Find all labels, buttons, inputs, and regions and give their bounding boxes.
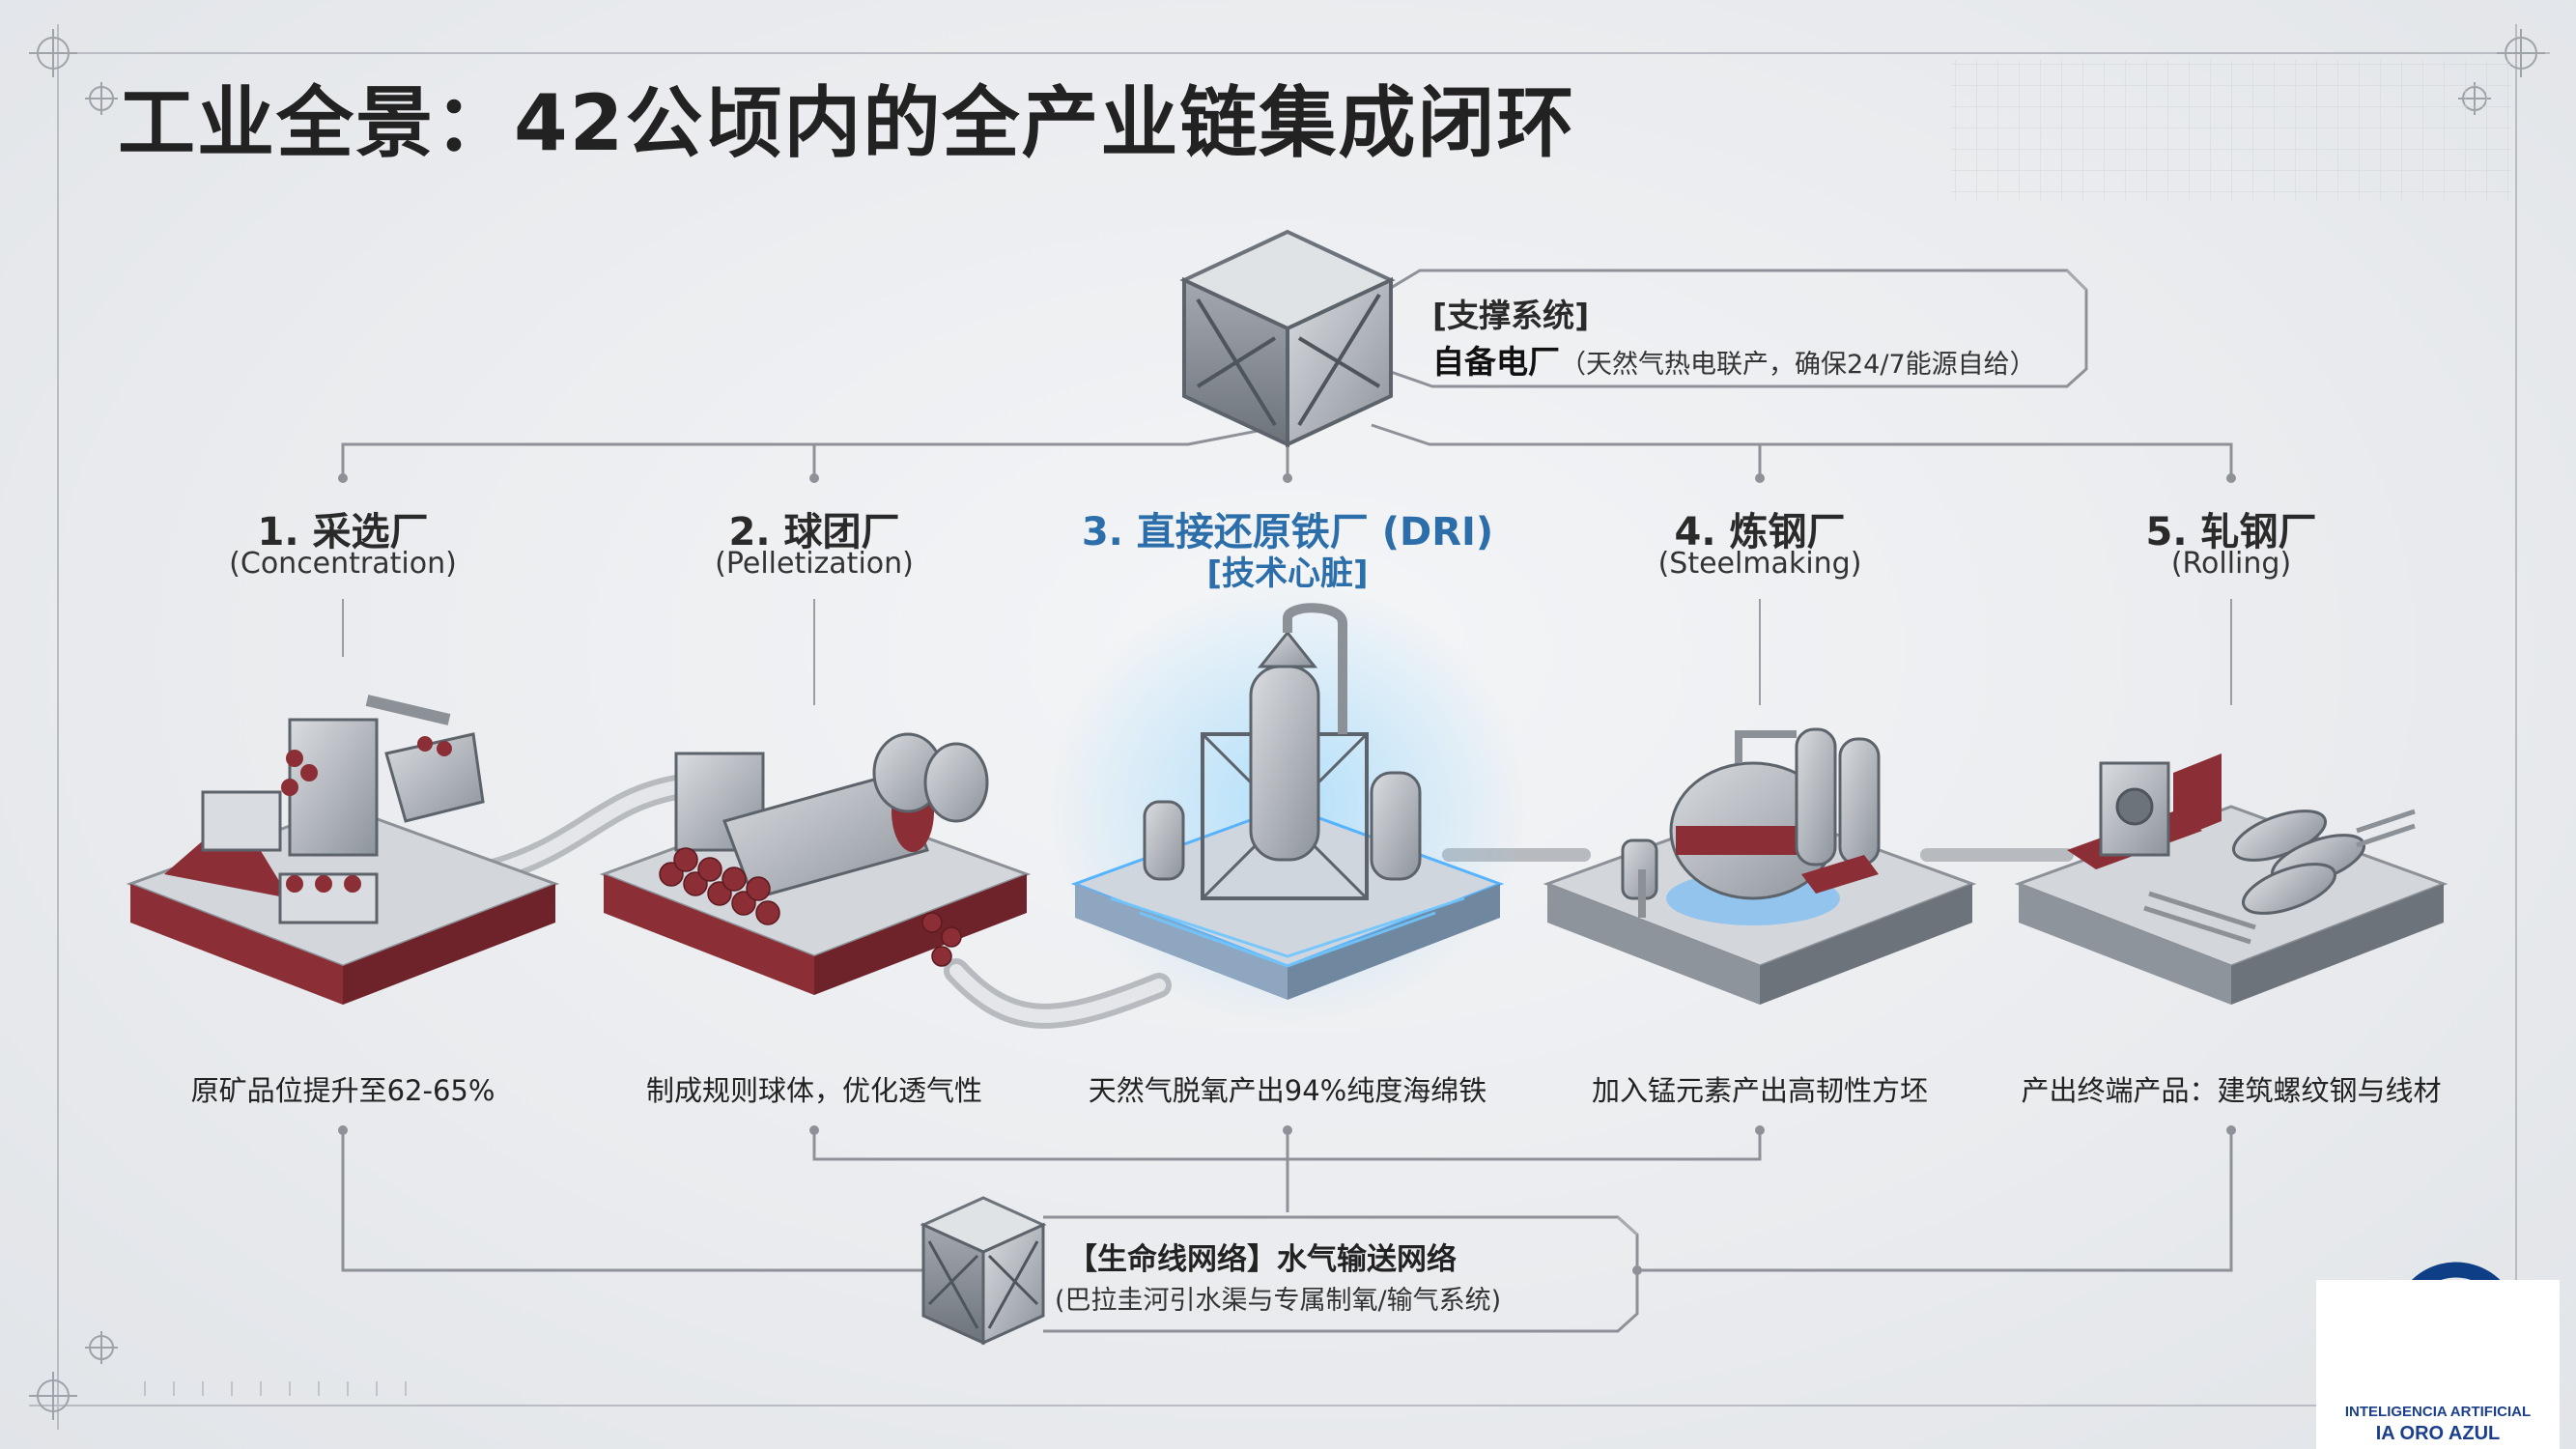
rolling-mill-illustration bbox=[2014, 753, 2449, 1005]
support-system-label: 自备电厂（天然气热电联产，确保24/7能源自给） bbox=[1432, 336, 2036, 383]
stage-5-description: 产出终端产品：建筑螺纹钢与线材 bbox=[2021, 1074, 2442, 1107]
logo-text-line2: IA ORO AZUL bbox=[2375, 1423, 2501, 1444]
stage-1-description: 原矿品位提升至62-65% bbox=[190, 1074, 495, 1107]
support-system-tag: [支撑系统] bbox=[1432, 297, 1590, 334]
lifeline-crate-icon bbox=[920, 1196, 1047, 1346]
stage-2-subtitle: (Pelletization) bbox=[715, 547, 914, 581]
ruler-ticks bbox=[144, 1381, 407, 1396]
page-title: 工业全景：42公顷内的全产业链集成闭环 bbox=[118, 78, 1576, 168]
stage-3-description: 天然气脱氧产出94%纯度海绵铁 bbox=[1088, 1074, 1487, 1107]
stage-1-subtitle: (Concentration) bbox=[229, 547, 457, 581]
lifeline-network-detail: (巴拉圭河引水渠与专属制氧/输气系统) bbox=[1055, 1286, 1502, 1316]
logo-text-line1: INTELIGENCIA ARTIFICIAL bbox=[2344, 1404, 2532, 1420]
concentration-plant-illustration bbox=[126, 695, 560, 1005]
stage-3-subtitle: [技术心脏] bbox=[1206, 554, 1369, 593]
stage-3-title: 3. 直接还原铁厂 (DRI) bbox=[1081, 510, 1494, 554]
power-plant-detail: （天然气热电联产，确保24/7能源自给） bbox=[1560, 350, 2036, 380]
bottom-connector bbox=[341, 1130, 2233, 1333]
stage-2-description: 制成规则球体，优化透气性 bbox=[645, 1074, 982, 1107]
conveyor-pipes bbox=[470, 775, 2074, 1029]
grid-pattern bbox=[1951, 60, 2511, 200]
stage-4-subtitle: (Steelmaking) bbox=[1657, 547, 1862, 581]
lifeline-network-title: 【生命线网络】水气输送网络 bbox=[1067, 1242, 1457, 1277]
pelletization-plant-illustration bbox=[599, 732, 1032, 995]
frame bbox=[29, 24, 2550, 1430]
power-plant-name: 自备电厂 bbox=[1432, 343, 1560, 381]
top-connector bbox=[341, 269, 2233, 478]
stage-1-title: 1. 采选厂 bbox=[257, 510, 429, 554]
connector-dots bbox=[338, 473, 2236, 483]
stage-2-title: 2. 球团厂 bbox=[728, 510, 900, 554]
power-plant-crate-icon bbox=[1179, 229, 1396, 448]
stage-4-description: 加入锰元素产出高韧性方坯 bbox=[1591, 1074, 1928, 1107]
stage-drop-lines bbox=[342, 599, 2232, 705]
stage-5-subtitle: (Rolling) bbox=[2170, 547, 2292, 581]
steelmaking-plant-illustration bbox=[1543, 727, 1977, 1005]
dri-plant-illustration bbox=[1046, 580, 1529, 1024]
stage-5-title: 5. 轧钢厂 bbox=[2145, 510, 2317, 554]
brand-logo: INTELIGENCIA ARTIFICIAL IA ORO AZUL bbox=[2316, 1280, 2560, 1449]
stage-4-title: 4. 炼钢厂 bbox=[1674, 510, 1846, 554]
